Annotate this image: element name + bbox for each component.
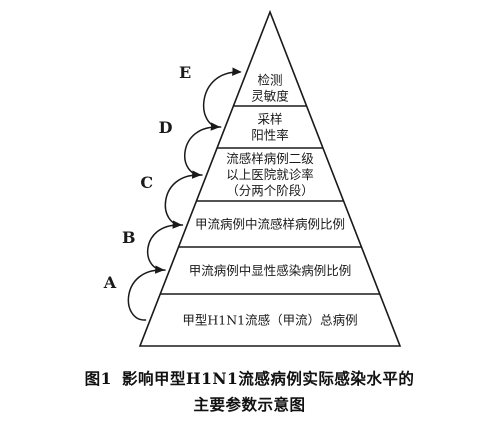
level-5-label: 采样	[257, 112, 282, 127]
figure-caption-line1: 图1 影响甲型H1N1流感病例实际感染水平的	[0, 367, 499, 389]
connector-arrow-d	[184, 122, 221, 176]
level-4-label: 以上医院就诊率	[226, 167, 314, 182]
pyramid-outline	[138, 9, 402, 347]
pyramid-layer: 甲型H1N1流感（甲流）总病例甲流病例中显性感染病例比例甲流病例中流感样病例比例…	[138, 9, 402, 347]
connector-layer: A B C D E	[103, 63, 242, 321]
figure-caption-line2: 主要参数示意图	[0, 393, 499, 415]
connector-arrow-e	[202, 67, 242, 128]
level-6-label: 灵敏度	[251, 89, 289, 104]
level-6-label: 检测	[257, 73, 282, 88]
connector-arrow-b	[146, 220, 183, 271]
connector-label-c: C	[140, 173, 153, 192]
connector-arrow-a	[127, 265, 165, 321]
pyramid-diagram: 甲型H1N1流感（甲流）总病例甲流病例中显性感染病例比例甲流病例中流感样病例比例…	[103, 9, 402, 347]
connector-label-b: B	[122, 228, 136, 247]
figure-label: 图1	[84, 369, 112, 388]
caption-title-continued: 主要参数示意图	[193, 395, 306, 414]
connector-label-e: E	[179, 63, 191, 82]
connector-arrow-c	[164, 170, 202, 226]
level-4-label: 流感样病例二级	[226, 151, 314, 166]
level-3-label: 甲流病例中流感样病例比例	[195, 217, 345, 232]
level-1-label: 甲型H1N1流感（甲流）总病例	[182, 313, 357, 328]
connector-label-d: D	[159, 118, 173, 137]
level-4-label: （分两个阶段）	[226, 183, 314, 198]
level-5-label: 阳性率	[251, 128, 289, 143]
connector-label-a: A	[103, 273, 117, 292]
caption-title: 影响甲型H1N1流感病例实际感染水平的	[121, 369, 415, 388]
level-2-label: 甲流病例中显性感染病例比例	[189, 263, 352, 278]
